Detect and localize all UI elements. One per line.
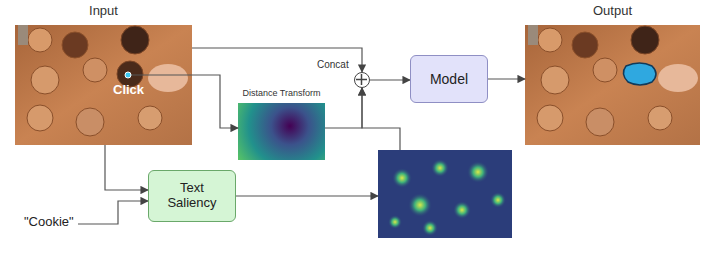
node-sublabel: Click <box>113 83 144 98</box>
distance-map <box>238 103 325 160</box>
connector-arrow <box>236 195 378 196</box>
connector-arrow <box>105 145 148 190</box>
text-input: "Cookie" <box>24 215 76 233</box>
click-leader <box>131 74 192 75</box>
plus-symbol <box>355 73 368 86</box>
connector-arrow <box>192 48 362 72</box>
concat-node: Concat <box>354 72 370 88</box>
process-box: Model <box>410 55 488 103</box>
connector-arrow <box>192 75 238 128</box>
connector-arrow <box>78 201 148 224</box>
image-panel: Output <box>525 4 700 145</box>
process-box: Text Saliency <box>148 170 236 222</box>
image-panel <box>378 150 512 238</box>
click-dot <box>125 72 131 78</box>
saliency-map <box>378 150 512 238</box>
image-panel: InputClick <box>15 4 192 145</box>
node-label: Distance Transform <box>234 88 329 98</box>
node-label: Output <box>525 4 700 19</box>
image-panel: Distance Transform <box>238 88 325 160</box>
connector-arrow <box>325 88 362 128</box>
node-label: Input <box>15 4 192 19</box>
input-photo <box>15 25 192 145</box>
output-photo <box>525 25 700 145</box>
node-label: Concat <box>317 59 349 71</box>
connector-arrow <box>488 78 525 79</box>
node-label: "Cookie" <box>24 215 74 230</box>
connector-arrow <box>370 79 410 80</box>
node-label: Text Saliency <box>160 181 224 211</box>
connector-arrow <box>362 88 400 150</box>
node-label: Model <box>430 71 468 87</box>
